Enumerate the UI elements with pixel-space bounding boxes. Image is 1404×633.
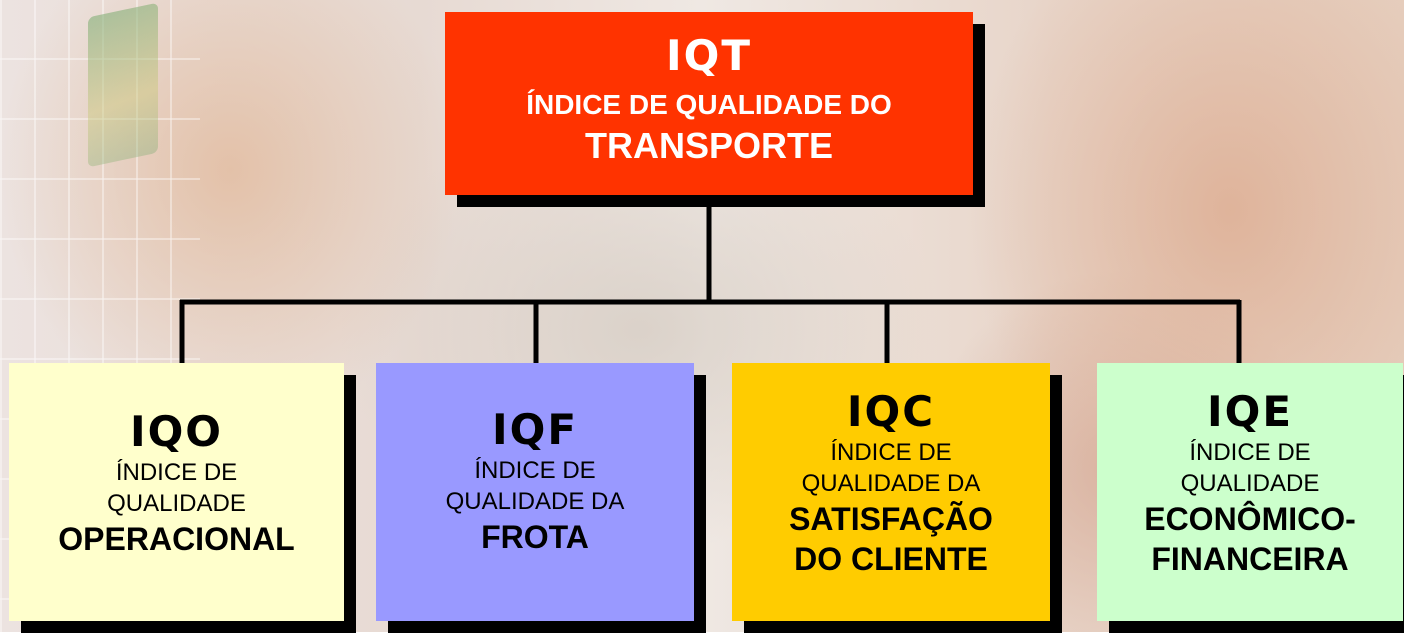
child-code: IQE	[1206, 387, 1294, 436]
root-box-iqt: IQT ÍNDICE DE QUALIDADE DO TRANSPORTE	[445, 12, 973, 195]
root-desc-line: ÍNDICE DE QUALIDADE DO	[526, 89, 892, 120]
child-box-iqo: IQO ÍNDICE DE QUALIDADE OPERACIONAL	[9, 363, 344, 621]
child-code: IQF	[491, 405, 579, 454]
child-code: IQC	[846, 387, 936, 436]
child-emph-line: FINANCEIRA	[1151, 541, 1349, 577]
child-emph-line: FROTA	[481, 519, 589, 555]
child-desc-line: QUALIDADE	[107, 490, 246, 517]
child-desc-line: ÍNDICE DE	[1189, 439, 1311, 466]
root-code: IQT	[666, 31, 752, 80]
child-emph-line: ECONÔMICO-	[1144, 501, 1356, 537]
child-emph-line: SATISFAÇÃO	[789, 501, 993, 537]
child-emph-line: OPERACIONAL	[58, 521, 295, 557]
child-desc-line: ÍNDICE DE	[115, 459, 238, 486]
child-desc-line: QUALIDADE	[1180, 470, 1320, 497]
child-desc-line: QUALIDADE DA	[445, 488, 625, 515]
child-desc-line: ÍNDICE DE	[474, 457, 596, 484]
child-emph-line: DO CLIENTE	[794, 541, 988, 577]
root-emph-line: TRANSPORTE	[584, 125, 833, 166]
child-box-iqe: IQE ÍNDICE DE QUALIDADE ECONÔMICO- FINAN…	[1097, 363, 1403, 621]
child-desc-line: QUALIDADE DA	[801, 470, 981, 497]
child-box-iqf: IQF ÍNDICE DE QUALIDADE DA FROTA	[376, 363, 694, 621]
child-box-iqc: IQC ÍNDICE DE QUALIDADE DA SATISFAÇÃO DO…	[732, 363, 1050, 621]
child-desc-line: ÍNDICE DE	[830, 439, 952, 466]
child-code: IQO	[129, 407, 224, 456]
